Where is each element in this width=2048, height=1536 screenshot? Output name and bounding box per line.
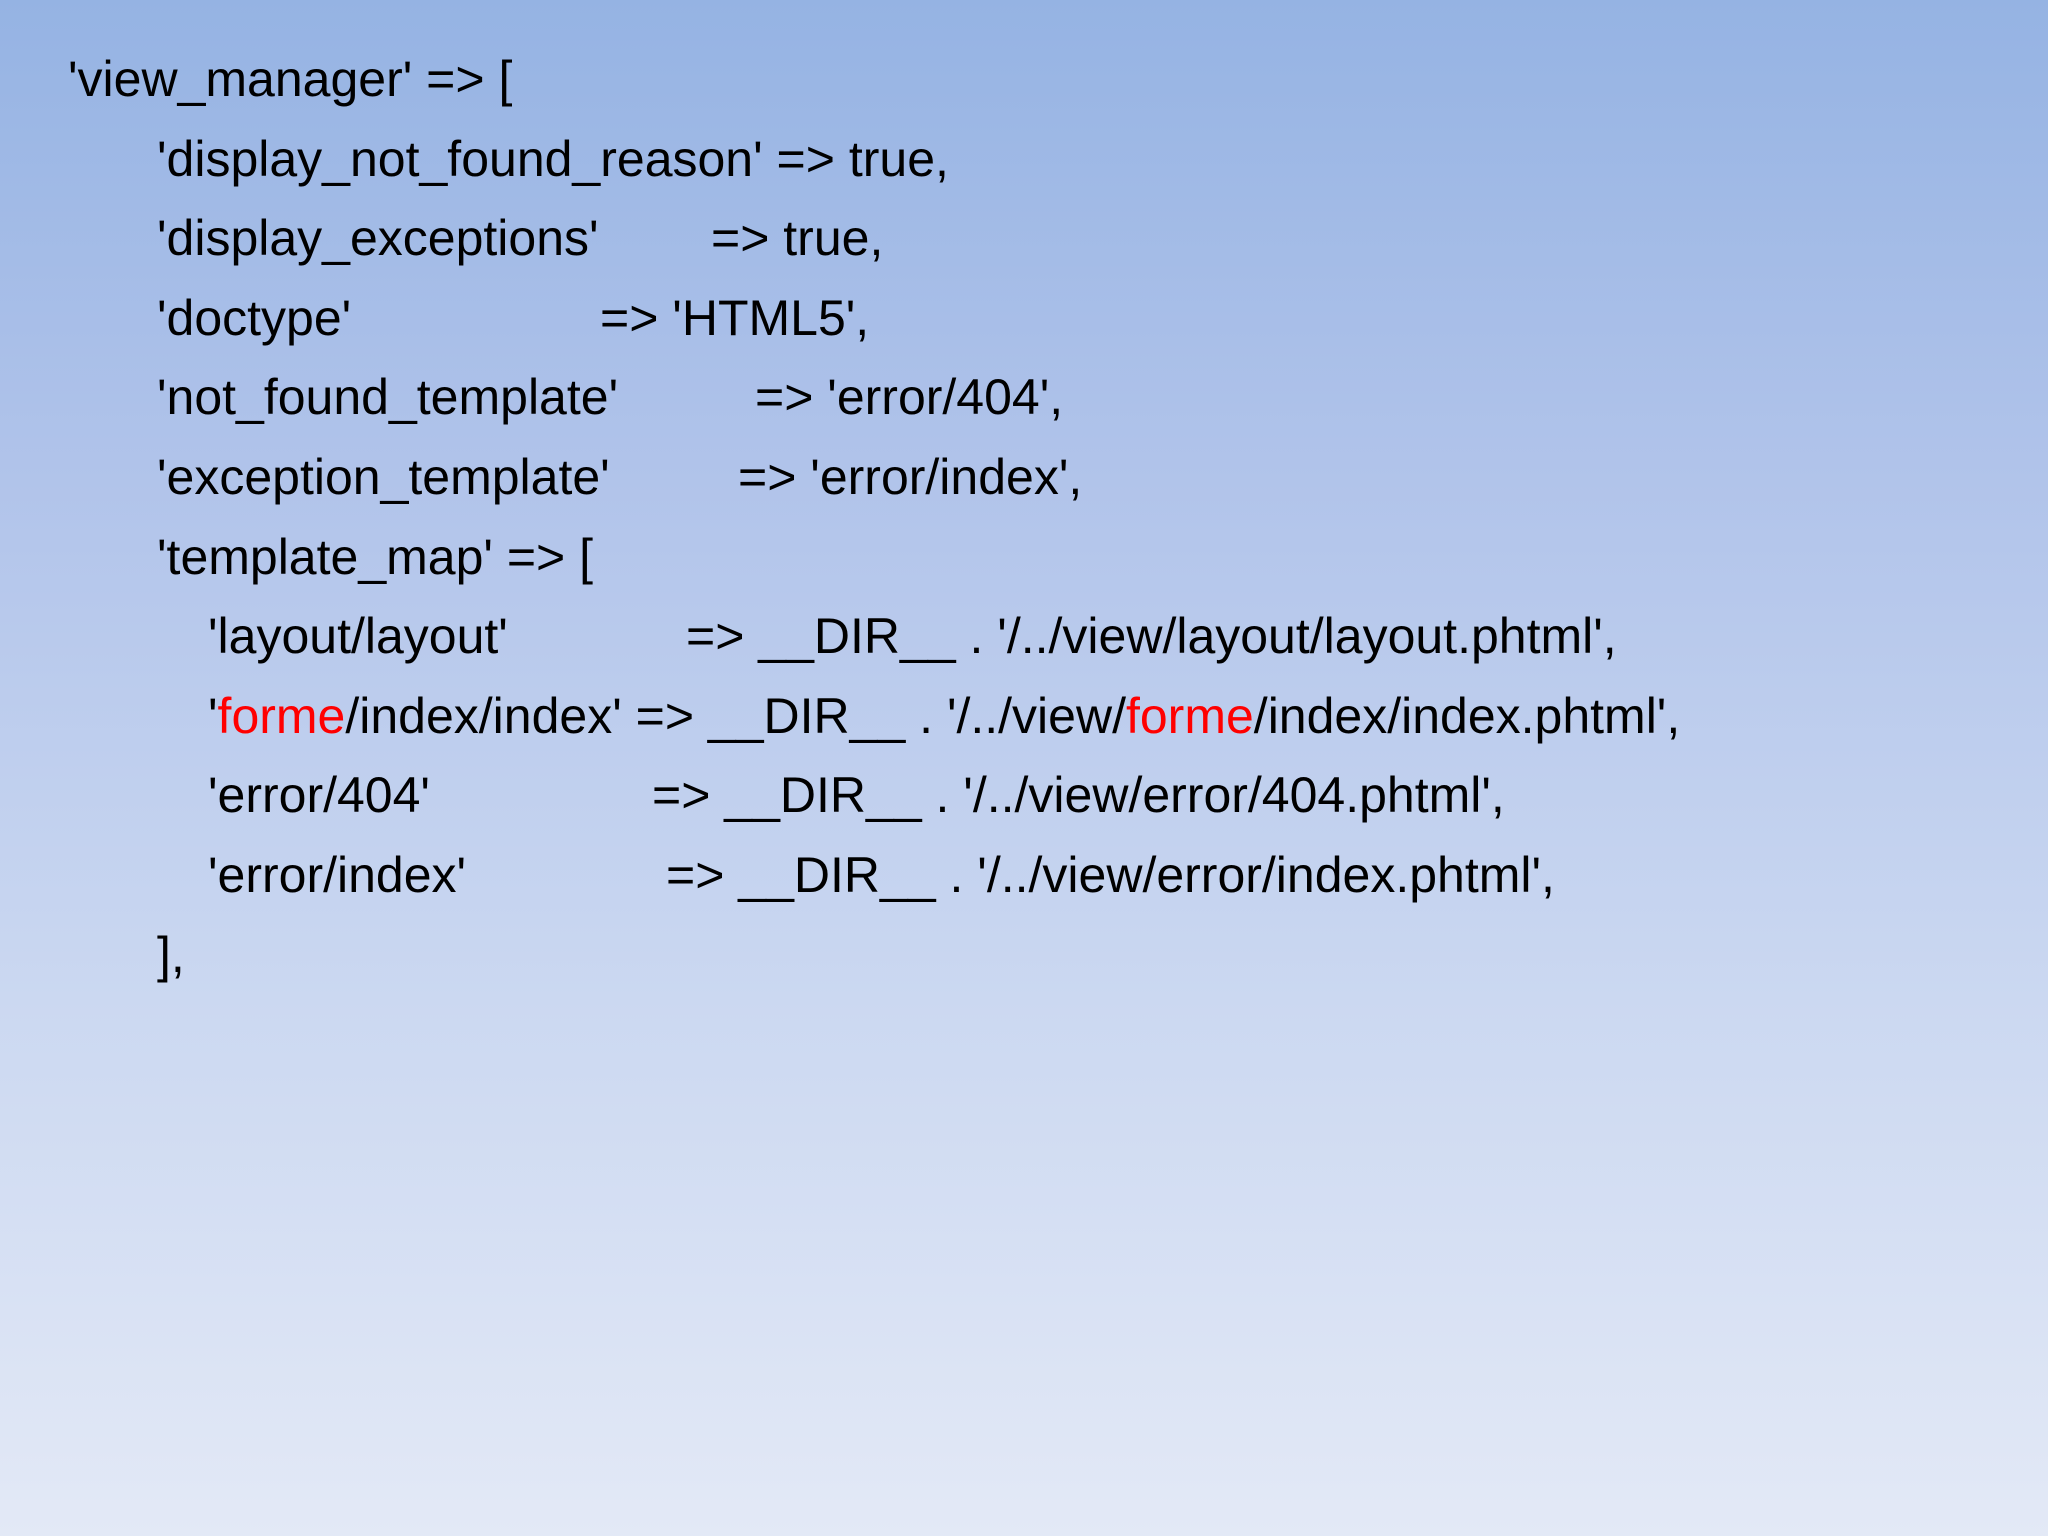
code-line-display-exceptions: 'display_exceptions' => true, xyxy=(68,199,1968,279)
code-line-close-bracket: ], xyxy=(68,916,1968,996)
code-key: 'exception_template' xyxy=(157,448,610,505)
code-line-forme-index-index: 'forme/index/index' => __DIR__ . '/../vi… xyxy=(68,677,1968,757)
code-key-rest: /index/index' => __DIR__ . '/../view/ xyxy=(345,687,1126,744)
code-key-prefix: ' xyxy=(208,687,218,744)
code-value: => 'error/404', xyxy=(755,369,1064,426)
code-key: 'display_not_found_reason' => true, xyxy=(157,130,949,187)
code-key: 'error/index' xyxy=(208,846,467,903)
highlighted-module-name-path: forme xyxy=(1125,687,1254,744)
code-value: => __DIR__ . '/../view/layout/layout.pht… xyxy=(686,608,1617,665)
highlighted-module-name: forme xyxy=(217,687,346,744)
code-value: => __DIR__ . '/../view/error/404.phtml', xyxy=(652,767,1505,824)
code-line-forme-content: 'forme/index/index' => __DIR__ . '/../vi… xyxy=(208,677,1680,757)
code-key: 'doctype' xyxy=(157,289,352,346)
code-line-view-manager: 'view_manager' => [ xyxy=(68,40,1968,120)
code-line-template-map: 'template_map' => [ xyxy=(68,518,1968,598)
code-line-error-404: 'error/404' => __DIR__ . '/../view/error… xyxy=(68,756,1968,836)
code-line-not-found-template: 'not_found_template' => 'error/404', xyxy=(68,358,1968,438)
code-key: 'display_exceptions' xyxy=(157,210,599,267)
code-line-doctype: 'doctype' => 'HTML5', xyxy=(68,279,1968,359)
code-key: 'error/404' xyxy=(208,767,430,824)
code-key: 'not_found_template' xyxy=(157,369,619,426)
code-key: 'layout/layout' xyxy=(208,608,508,665)
code-value: => __DIR__ . '/../view/error/index.phtml… xyxy=(666,846,1555,903)
code-line-error-index: 'error/index' => __DIR__ . '/../view/err… xyxy=(68,836,1968,916)
code-value-rest: /index/index.phtml', xyxy=(1253,687,1681,744)
code-line-display-not-found-reason: 'display_not_found_reason' => true, xyxy=(68,120,1968,200)
code-block: 'view_manager' => [ 'display_not_found_r… xyxy=(68,40,1968,995)
code-key: 'template_map' => [ xyxy=(157,528,594,585)
code-value: => true, xyxy=(711,210,884,267)
code-key: ], xyxy=(157,926,185,983)
code-line-layout-layout: 'layout/layout' => __DIR__ . '/../view/l… xyxy=(68,597,1968,677)
code-line-exception-template: 'exception_template' => 'error/index', xyxy=(68,438,1968,518)
code-key: 'view_manager' => [ xyxy=(68,51,513,107)
code-value: => 'HTML5', xyxy=(600,289,870,346)
code-value: => 'error/index', xyxy=(738,448,1083,505)
